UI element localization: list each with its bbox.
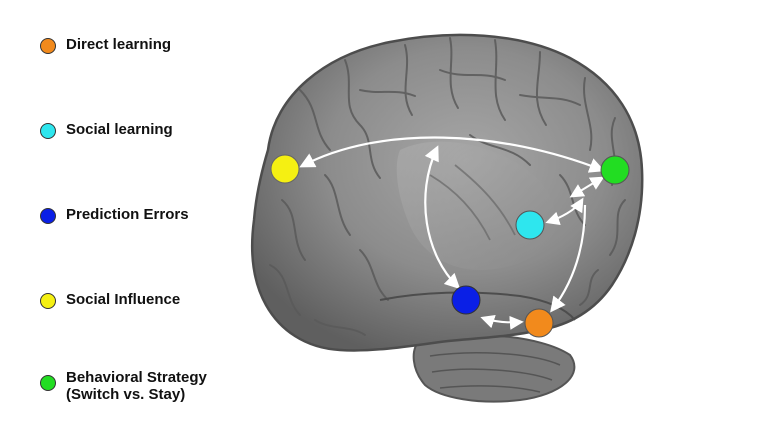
- arrow-strategy-social: [545, 197, 584, 226]
- node-social-learning: [515, 210, 545, 240]
- cyan-dot-icon: [40, 123, 56, 139]
- arrow-strategy-direct: [550, 204, 587, 313]
- legend-item-behavioral-strategy: Behavioral Strategy (Switch vs. Stay): [40, 369, 207, 403]
- legend: Direct learning Social learning Predicti…: [0, 0, 260, 432]
- legend-label-direct-learning: Direct learning: [66, 36, 172, 53]
- legend-label-behavioral-strategy-line1: Behavioral Strategy: [66, 369, 207, 386]
- legend-label-prediction-errors: Prediction Errors: [66, 206, 189, 223]
- legend-label-social-influence: Social Influence: [66, 291, 181, 308]
- node-behavioral-strategy: [600, 155, 630, 185]
- node-direct-learning: [524, 308, 554, 338]
- brain-nodes: [270, 154, 630, 338]
- legend-item-social-learning: Social learning: [40, 121, 173, 139]
- green-dot-icon: [40, 375, 56, 391]
- legend-label-social-learning: Social learning: [66, 121, 173, 138]
- node-prediction-errors: [451, 285, 481, 315]
- arrow-influence-strategy: [299, 136, 605, 173]
- orange-dot-icon: [40, 38, 56, 54]
- legend-item-prediction-errors: Prediction Errors: [40, 206, 189, 224]
- yellow-dot-icon: [40, 293, 56, 309]
- arrow-prediction-direct: [480, 314, 524, 330]
- connection-arrows: [299, 136, 605, 330]
- arrow-prediction-influence: [424, 145, 461, 290]
- blue-dot-icon: [40, 208, 56, 224]
- node-social-influence: [270, 154, 300, 184]
- legend-item-social-influence: Social Influence: [40, 291, 180, 309]
- arrow-strategy-crossing: [569, 176, 605, 198]
- legend-label-behavioral-strategy-line2: (Switch vs. Stay): [66, 386, 186, 403]
- legend-item-direct-learning: Direct learning: [40, 36, 171, 54]
